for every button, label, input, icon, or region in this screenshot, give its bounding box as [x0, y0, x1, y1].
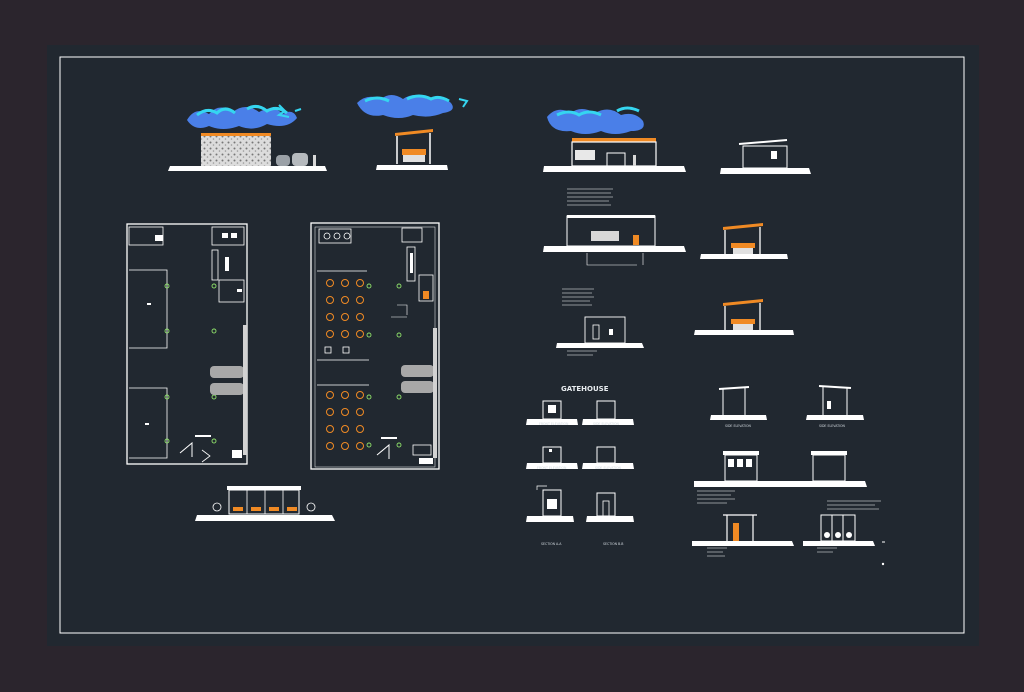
gatehouse-section-a[interactable]: SECTION A-A [526, 485, 574, 546]
caption-canopy-side-a: SIDE ELEVATION [725, 424, 752, 428]
ground-floor-plan-a[interactable] [126, 223, 248, 465]
tree-canopy [547, 106, 644, 134]
gate-canopy-side-elevation-b[interactable]: SIDE ELEVATION [806, 385, 864, 428]
caption-side-elevation-2: SIDE ELEVATION [595, 466, 622, 470]
dining-table-grid [326, 279, 364, 450]
gatehouse-section-b[interactable]: SECTION B-B [586, 492, 634, 546]
gatehouse-front-elevation[interactable]: FRONT ELEVATION [526, 400, 578, 426]
canopy-elevation-b[interactable] [700, 223, 788, 259]
gatehouse-side-elevation[interactable]: SIDE ELEVATION [582, 400, 634, 426]
building-side-elevation[interactable] [720, 139, 811, 174]
storefront-elevation[interactable] [195, 486, 335, 521]
gate-rear-elevation[interactable] [793, 451, 867, 487]
gate-section-b[interactable] [803, 500, 885, 553]
caption-section-b: SECTION B-B [603, 542, 623, 546]
cad-model-space[interactable]: GATEHOUSE FRONT ELEVATION SIDE ELEVATION… [47, 45, 979, 646]
gatehouse-side-elevation-2[interactable]: SIDE ELEVATION [582, 446, 634, 470]
gate-front-elevation[interactable] [694, 451, 798, 487]
gate-section-a[interactable] [692, 490, 794, 557]
gatehouse-front-elevation-2[interactable]: FRONT ELEVATION [526, 446, 578, 470]
gatehouse-title: GATEHOUSE [561, 385, 609, 393]
caption-canopy-side-b: SIDE ELEVATION [819, 424, 846, 428]
building-section-a[interactable] [543, 188, 686, 266]
caption-front-elevation-2: FRONT ELEVATION [537, 466, 567, 470]
drawing-sheet: GATEHOUSE FRONT ELEVATION SIDE ELEVATION… [59, 56, 965, 634]
ground-floor-plan-b[interactable] [310, 222, 440, 470]
canopy-elevation-a[interactable] [357, 94, 469, 170]
stone-wall-elevation[interactable] [168, 104, 327, 171]
gate-canopy-side-elevation-a[interactable]: SIDE ELEVATION [710, 386, 767, 428]
building-section-b[interactable] [556, 288, 644, 356]
tree-canopy [357, 94, 469, 118]
caption-section-a: SECTION A-A [541, 542, 562, 546]
sheet-border [59, 56, 965, 634]
tree-canopy [187, 104, 302, 129]
caption-front-elevation: FRONT ELEVATION [539, 422, 569, 426]
caption-side-elevation: SIDE ELEVATION [593, 422, 620, 426]
scale-marker [881, 562, 885, 566]
building-front-elevation[interactable] [543, 106, 686, 172]
canopy-elevation-c[interactable] [694, 299, 794, 335]
